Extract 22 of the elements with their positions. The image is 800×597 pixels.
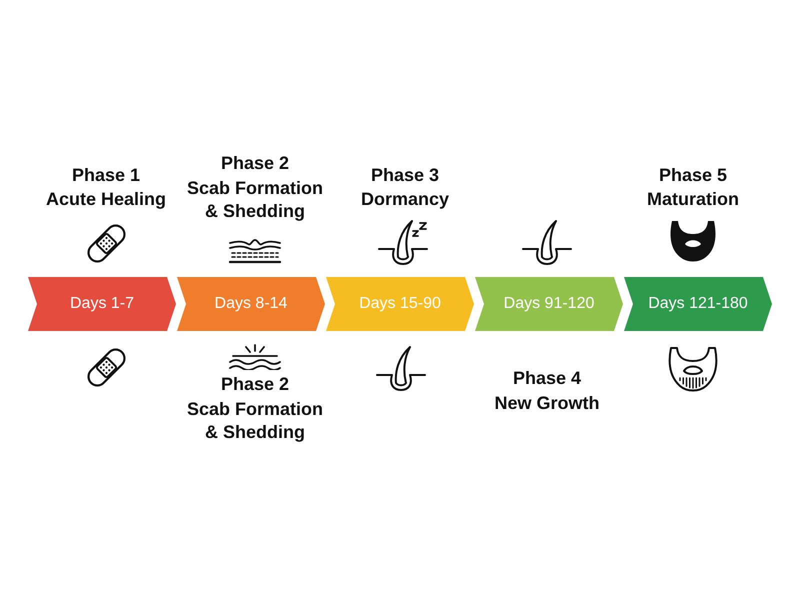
phase-name: Scab Formation & Shedding xyxy=(186,177,324,223)
phase-name: Acute Healing xyxy=(46,188,166,211)
timeline-segment xyxy=(624,277,772,331)
phase-number: Phase 2 xyxy=(220,373,290,396)
phase-number: Phase 1 xyxy=(72,164,140,187)
day-range-label: Days 8-14 xyxy=(214,294,288,314)
phase-number: Phase 4 xyxy=(512,367,582,390)
phase-name: Scab Formation & Shedding xyxy=(186,398,324,444)
phase-number: Phase 3 xyxy=(370,164,440,187)
phase-number: Phase 5 xyxy=(658,164,728,187)
timeline-segment xyxy=(28,277,176,331)
phase-name: Maturation xyxy=(647,188,739,211)
timeline-segment xyxy=(177,277,325,331)
phase-name: Dormancy xyxy=(360,188,450,211)
day-range-label: Days 15-90 xyxy=(359,294,441,314)
timeline-segment xyxy=(475,277,623,331)
day-range-label: Days 91-120 xyxy=(504,294,594,314)
timeline-segment xyxy=(326,277,474,331)
day-range-label: Days 1-7 xyxy=(70,294,134,314)
phase-number: Phase 2 xyxy=(220,152,290,175)
day-range-label: Days 121-180 xyxy=(648,294,748,314)
phase-name: New Growth xyxy=(494,392,600,415)
